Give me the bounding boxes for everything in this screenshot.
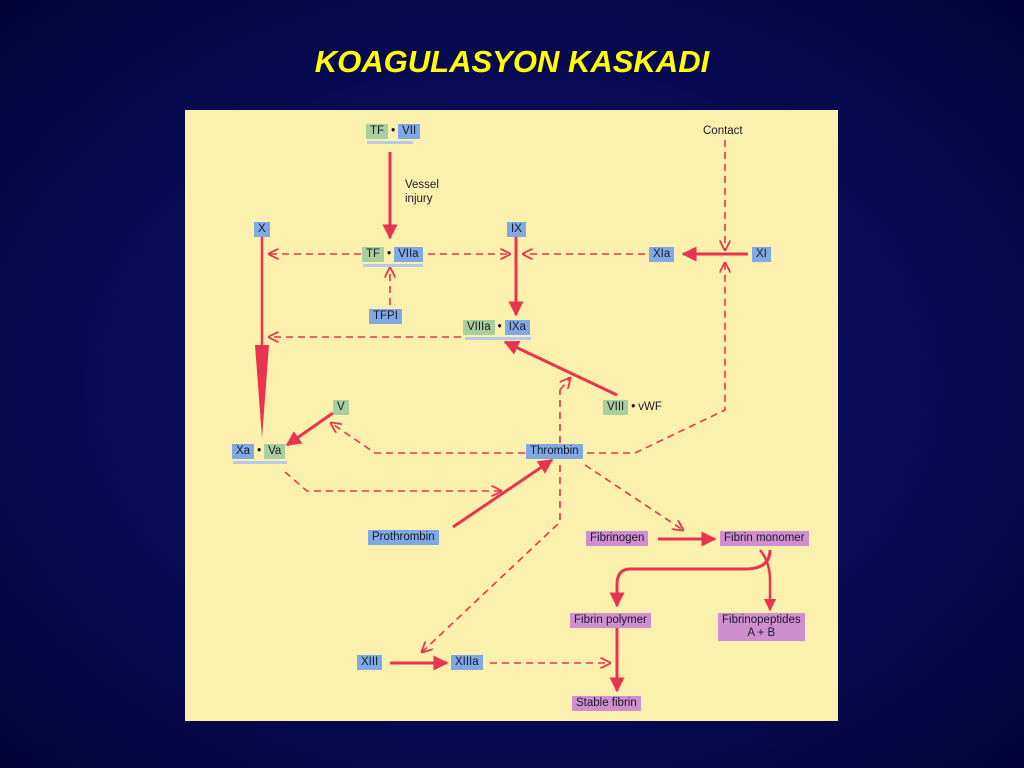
arrow-monomer-to-polymer <box>609 549 772 608</box>
dashed-thrombin-to-xia <box>587 263 725 454</box>
dashed-thrombin-to-viii-arrow <box>560 378 570 391</box>
node-xia: XIa <box>649 247 675 262</box>
node-ix: IX <box>507 222 526 237</box>
node-xi: XI <box>752 247 771 262</box>
underline-tf-vii <box>367 141 413 144</box>
node-tf-viia: TF•VIIa <box>362 247 423 262</box>
arrow-layer <box>255 140 777 693</box>
arrow-x-to-xa-head <box>255 345 269 438</box>
dashed-thrombin-to-fibrinogen <box>584 464 683 530</box>
underline-viiia-ixa <box>465 337 531 340</box>
node-v: V <box>333 400 349 415</box>
node-prothrombin: Prothrombin <box>368 530 439 545</box>
node-viiia-ixa: VIIIa•IXa <box>463 320 530 335</box>
node-thrombin: Thrombin <box>526 444 583 459</box>
node-tfpi: TFPI <box>369 309 402 324</box>
node-contact: Contact <box>703 125 743 137</box>
arrow-viii-vwf-to-viiia-ixa <box>503 340 618 397</box>
node-fibrinopeptides: Fibrinopeptides A + B <box>718 613 805 641</box>
arrow-v-to-xa-va <box>285 411 334 447</box>
node-x: X <box>254 222 270 237</box>
node-fibrin-monomer: Fibrin monomer <box>720 531 809 546</box>
arrow-prothrombin-to-thrombin <box>452 458 554 529</box>
dashed-thrombin-to-xiii <box>422 465 561 652</box>
coagulation-diagram: TF•VII Contact Vessel injury X TF•VIIa I… <box>185 110 838 721</box>
node-xiiia: XIIIa <box>451 655 483 670</box>
arrow-monomer-to-fibrinopeptides <box>759 549 777 612</box>
node-fibrin-polymer: Fibrin polymer <box>570 613 651 628</box>
label-vessel-injury: Vessel injury <box>405 179 439 205</box>
dashed-xa-va-to-thrombin <box>284 471 501 491</box>
node-tf-vii: TF•VII <box>366 124 421 139</box>
node-xa-va: Xa•Va <box>232 444 286 459</box>
node-viii-vwf: VIII•vWF <box>603 400 662 415</box>
slide-title: KOAGULASYON KASKADI <box>314 44 710 79</box>
underline-xa-va <box>233 461 287 464</box>
node-xiii: XIII <box>357 655 383 670</box>
node-fibrinogen: Fibrinogen <box>586 531 649 546</box>
dashed-thrombin-to-xa-va <box>331 423 525 454</box>
underline-tf-viia <box>363 264 423 267</box>
node-stable-fibrin: Stable fibrin <box>572 696 641 711</box>
